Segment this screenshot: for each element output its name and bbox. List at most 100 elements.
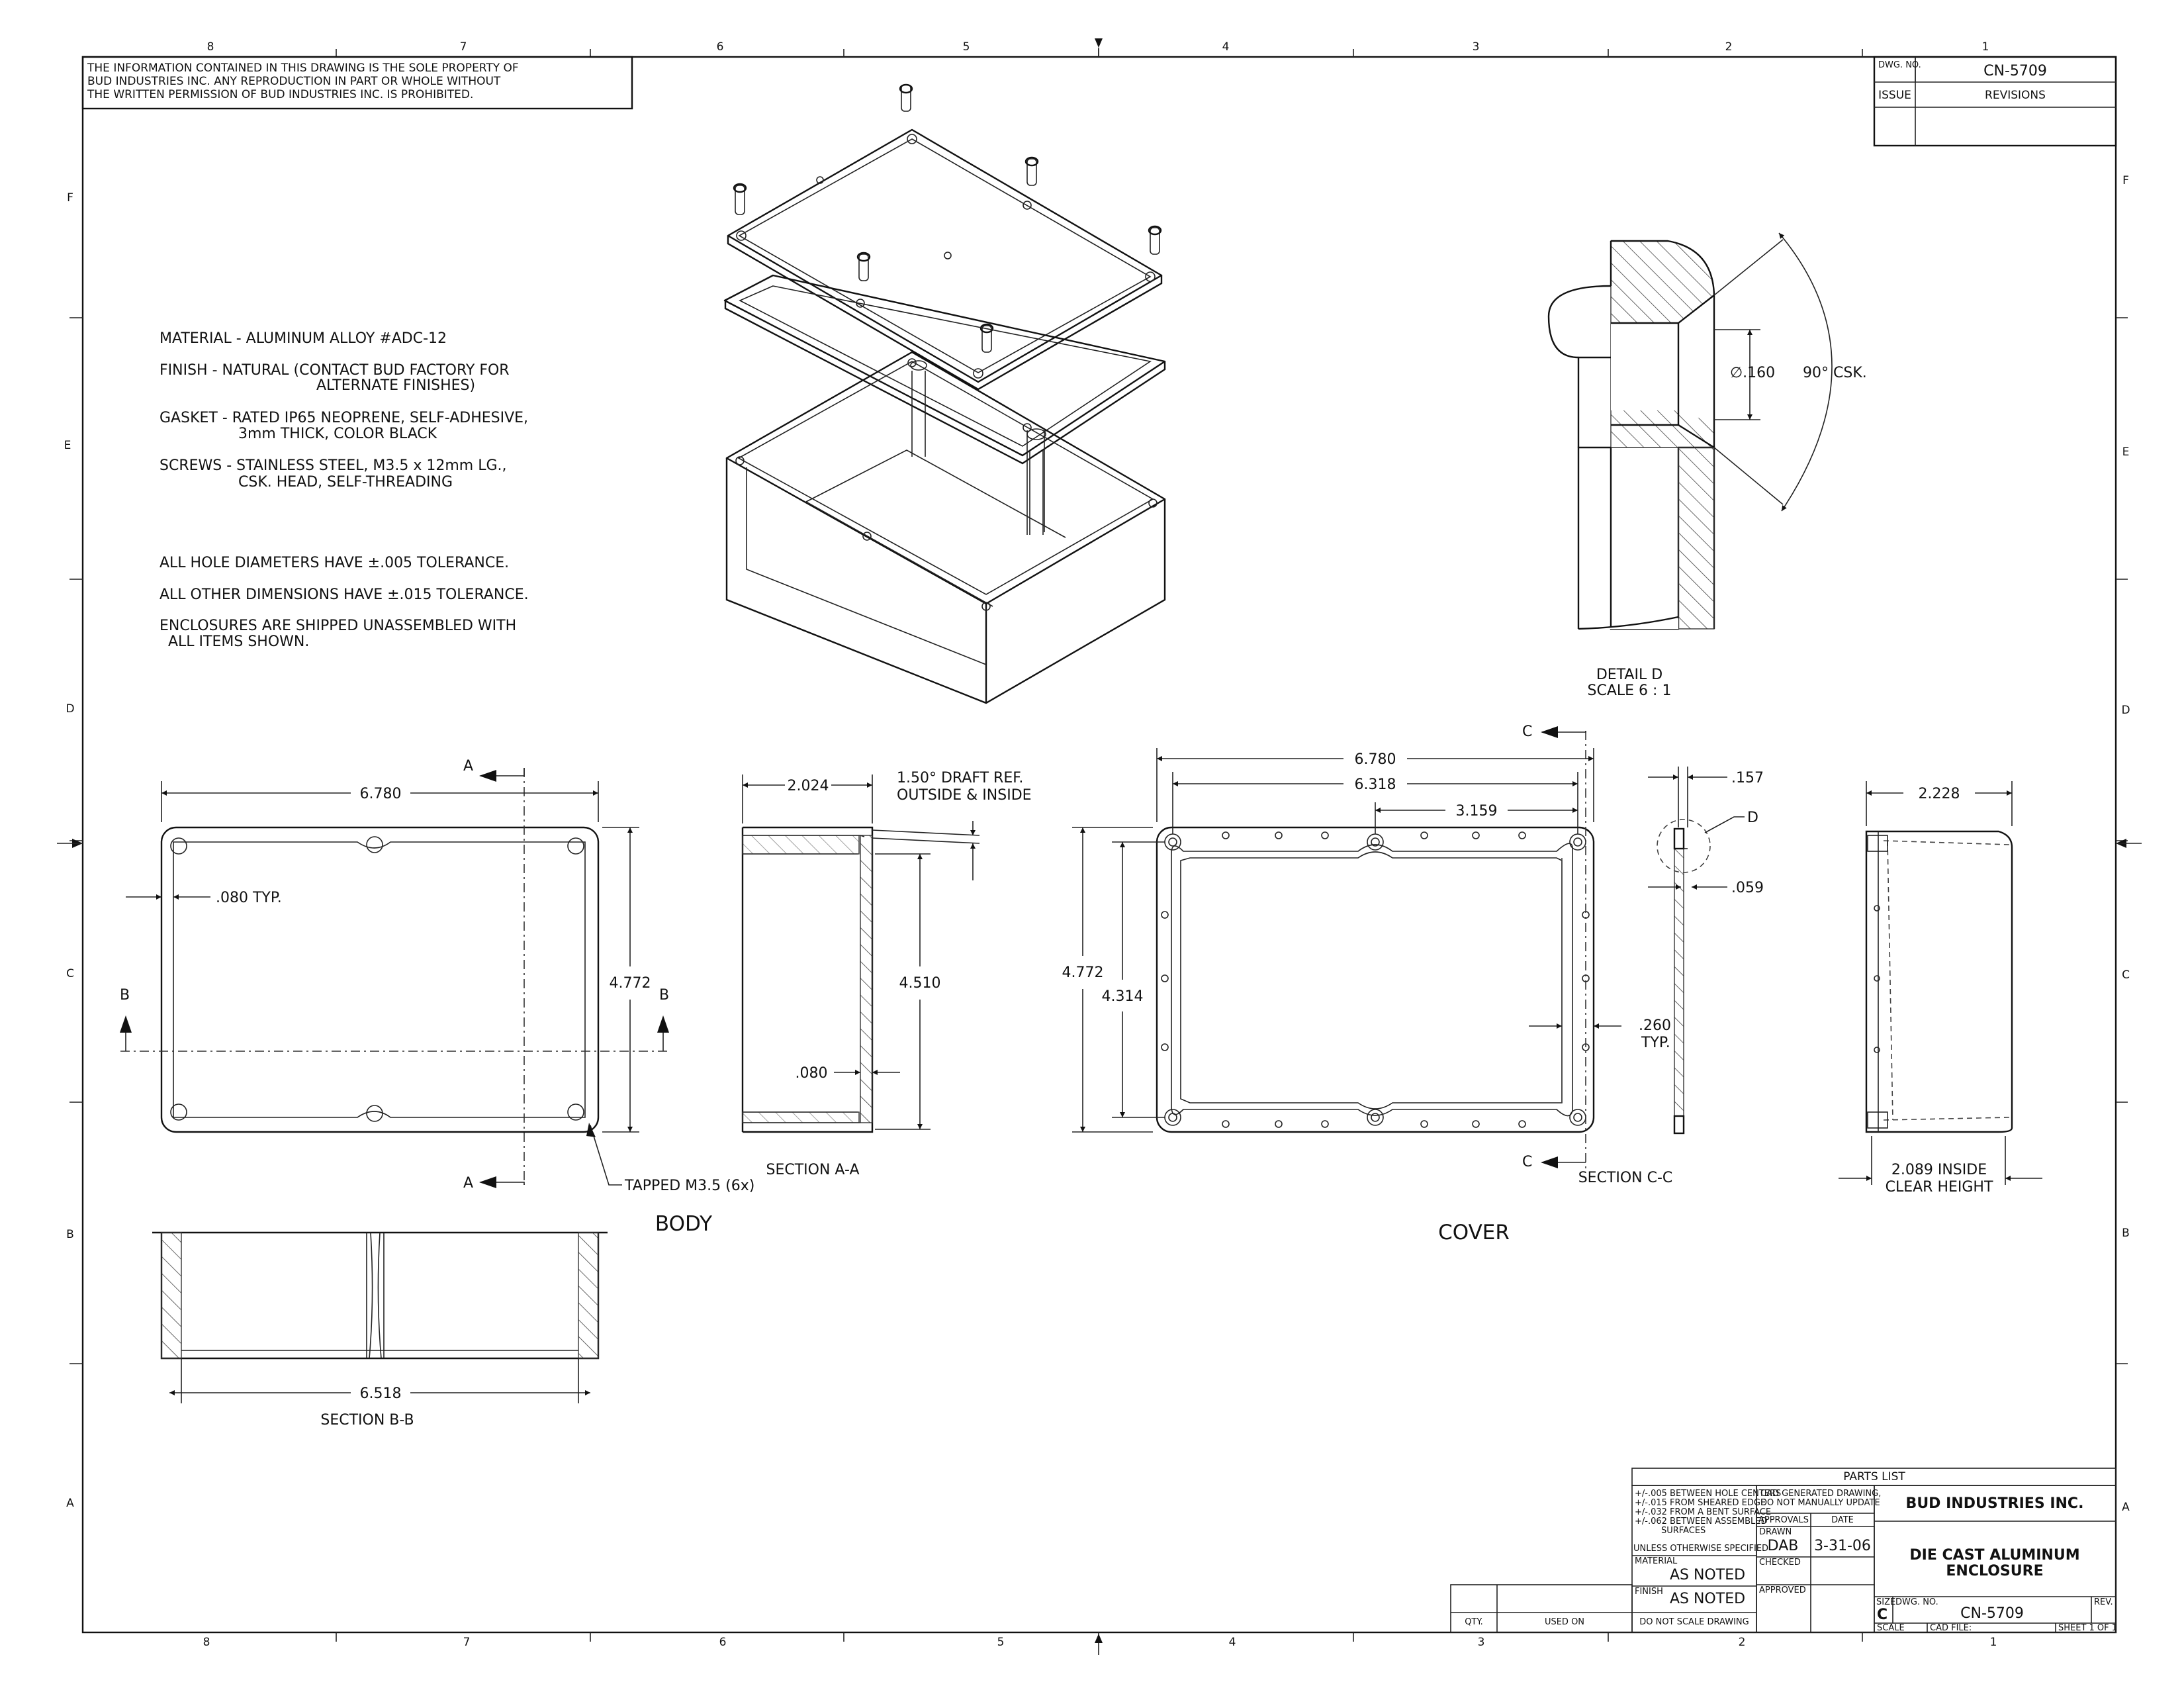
company-name: BUD INDUSTRIES INC. (1906, 1495, 2084, 1512)
sec-cc-title: SECTION C-C (1578, 1170, 1673, 1186)
rev-dwg-no-label: DWG. NO. (1878, 60, 1921, 70)
section-b-b-view: 6.518 SECTION B-B (152, 1231, 608, 1429)
body-view-label: BODY (655, 1212, 712, 1236)
finish-value: AS NOTED (1670, 1591, 1745, 1607)
zone-col-6-bottom: 6 (719, 1636, 727, 1649)
zone-row-c-left: C (66, 967, 74, 980)
zone-col-5-bottom: 5 (997, 1636, 1005, 1649)
isometric-exploded-view (723, 83, 1166, 704)
detail-d-callout: D (1747, 810, 1758, 826)
section-b-left: B (120, 987, 130, 1004)
cover-width-dim: 6.780 (1355, 751, 1396, 768)
proprietary-notice: THE INFORMATION CONTAINED IN THIS DRAWIN… (81, 56, 633, 110)
scale-label: SCALE (1877, 1623, 1905, 1633)
sec-cc-thick-dim: .157 (1731, 770, 1764, 786)
cad-note-2: DO NOT MANUALLY UPDATE (1760, 1498, 1880, 1508)
body-wall-typ: .080 TYP. (216, 890, 282, 906)
title-dwg-no-label: DWG. NO. (1895, 1597, 1938, 1607)
date-label: DATE (1831, 1515, 1854, 1525)
section-c-top: C (1522, 724, 1532, 740)
cover-top-view: 6.780 6.318 3.159 4.772 4.314 .260 TYP. … (1062, 724, 1673, 1244)
cover-height-dim: 4.772 (1062, 964, 1104, 981)
sec-aa-wall-dim: .080 (796, 1065, 828, 1082)
qty-label: QTY. (1465, 1617, 1483, 1627)
notice-line-3: THE WRITTEN PERMISSION OF BUD INDUSTRIES… (87, 88, 473, 101)
detail-d-csk: 90° CSK. (1803, 365, 1867, 381)
zone-row-f-right: F (2122, 174, 2129, 187)
note-tolerance-other: ALL OTHER DIMENSIONS HAVE ±.015 TOLERANC… (159, 586, 529, 603)
detail-d-title: DETAIL D (1596, 667, 1662, 683)
material-label: MATERIAL (1635, 1556, 1678, 1566)
approved-label: APPROVED (1759, 1585, 1806, 1595)
unless-specified: UNLESS OTHERWISE SPECIFIED (1633, 1544, 1768, 1554)
finish-label: FINISH (1635, 1587, 1663, 1597)
sheet-label: SHEET 1 OF 1 (2058, 1623, 2117, 1633)
section-c-bottom: C (1522, 1154, 1532, 1170)
size-label: SIZE (1876, 1597, 1895, 1607)
zone-col-1-bottom: 1 (1990, 1636, 1997, 1649)
note-tolerance-holes: ALL HOLE DIAMETERS HAVE ±.005 TOLERANCE. (159, 555, 509, 571)
zone-row-f-left: F (67, 191, 73, 205)
zone-col-4-top: 4 (1222, 40, 1230, 54)
note-material: MATERIAL - ALUMINUM ALLOY #ADC-12 (159, 330, 447, 347)
note-screws-2: CSK. HEAD, SELF-THREADING (238, 474, 453, 491)
tol-line-1: +/-.005 BETWEEN HOLE CENTERS (1635, 1489, 1781, 1499)
zone-col-7-bottom: 7 (463, 1636, 471, 1649)
cover-clear-height-2: CLEAR HEIGHT (1886, 1179, 1993, 1196)
note-gasket-2: 3mm THICK, COLOR BLACK (238, 426, 437, 442)
note-screws-1: SCREWS - STAINLESS STEEL, M3.5 x 12mm LG… (159, 457, 507, 474)
rev-dwg-no: CN-5709 (1983, 63, 2047, 79)
sec-bb-title: SECTION B-B (320, 1412, 414, 1429)
drawing-frame: 8 7 6 5 4 3 2 1 8 7 6 5 4 3 2 1 F E D C … (57, 38, 2142, 1655)
used-on-label: USED ON (1545, 1617, 1584, 1627)
zone-col-6-top: 6 (717, 40, 724, 54)
cover-clear-height-1: 2.089 INSIDE (1891, 1162, 1987, 1178)
zone-row-d-right: D (2121, 704, 2130, 717)
body-tapped-note: TAPPED M3.5 (6x) (624, 1178, 754, 1194)
zone-row-a-left: A (66, 1497, 74, 1510)
checked-label: CHECKED (1759, 1558, 1801, 1568)
detail-d-diameter: ∅.160 (1730, 365, 1775, 381)
drawn-by: DAB (1768, 1538, 1799, 1554)
zone-row-b-right: B (2122, 1227, 2130, 1240)
cover-inner-width-dim: 6.318 (1355, 776, 1396, 793)
section-b-right: B (659, 987, 669, 1004)
zone-row-e-right: E (2122, 445, 2130, 459)
notice-line-2: BUD INDUSTRIES INC. ANY REPRODUCTION IN … (87, 75, 501, 88)
zone-col-1-top: 1 (1982, 40, 1989, 54)
cad-note-1: CAD GENERATED DRAWING, (1760, 1489, 1881, 1499)
body-top-view: 6.780 .080 TYP. 4.772 A A B B TAPPED M3.… (120, 758, 754, 1236)
section-c-c-view: .157 D .059 (1648, 767, 1764, 1135)
sec-aa-draft-2: OUTSIDE & INSIDE (897, 787, 1032, 804)
zone-col-4-bottom: 4 (1229, 1636, 1236, 1649)
title-dwg-no: CN-5709 (1960, 1605, 2024, 1622)
cover-edge-typ: TYP. (1641, 1035, 1670, 1051)
rev-label: REV. (2094, 1597, 2113, 1607)
drawn-label: DRAWN (1759, 1527, 1792, 1537)
sec-bb-width-dim: 6.518 (360, 1385, 402, 1402)
material-value: AS NOTED (1670, 1567, 1745, 1583)
revision-block: DWG. NO. CN-5709 ISSUE REVISIONS (1873, 56, 2117, 147)
zone-col-7-top: 7 (460, 40, 467, 54)
section-a-a-view: 2.024 1.50° DRAFT REF. OUTSIDE & INSIDE … (741, 770, 1032, 1178)
size-value: C (1877, 1607, 1888, 1623)
note-gasket-1: GASKET - RATED IP65 NEOPRENE, SELF-ADHES… (159, 410, 528, 426)
tol-line-4: +/-.062 BETWEEN ASSEMBLED (1635, 1517, 1767, 1526)
body-height-dim: 4.772 (610, 975, 651, 992)
title-block: PARTS LIST QTY. USED ON +/-.005 BETWEEN … (1450, 1468, 2117, 1633)
cover-edge-dim: .260 (1639, 1017, 1671, 1034)
cover-view-label: COVER (1438, 1221, 1510, 1244)
zone-col-8-bottom: 8 (203, 1636, 210, 1649)
section-a-bottom: A (463, 1175, 473, 1192)
cover-half-width-dim: 3.159 (1456, 803, 1498, 820)
zone-col-2-top: 2 (1725, 40, 1733, 54)
tol-line-3: +/-.032 FROM A BENT SURFACE (1635, 1507, 1771, 1517)
rev-issue-label: ISSUE (1878, 89, 1911, 102)
tol-line-5: SURFACES (1661, 1526, 1706, 1536)
body-width-dim: 6.780 (360, 786, 402, 802)
note-finish-2: ALTERNATE FINISHES) (316, 377, 475, 394)
approvals-label: APPROVALS (1758, 1515, 1809, 1525)
note-shipped-2: ALL ITEMS SHOWN. (168, 633, 309, 650)
zone-col-3-bottom: 3 (1478, 1636, 1485, 1649)
